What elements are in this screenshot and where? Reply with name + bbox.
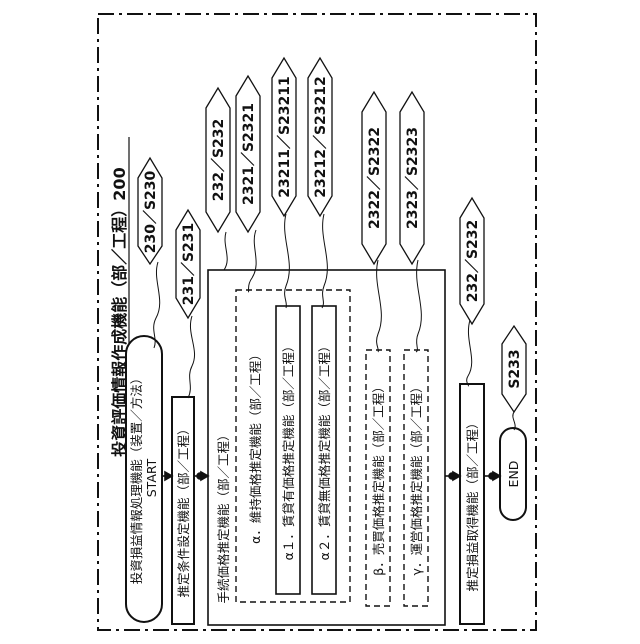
callout-232b: 232／S232 [465, 220, 481, 303]
leader-232 [224, 232, 227, 270]
arrow-231-232 [201, 472, 208, 480]
callout-2321: 2321／S2321 [241, 103, 257, 205]
box-2322-label: β．売買価格推定機能（部／工程） [371, 380, 386, 575]
arrow-final-end [493, 472, 500, 480]
end-label: END [506, 461, 521, 488]
box-231-label: 推定条件設定機能（部／工程） [176, 422, 191, 597]
box-232-label: 手続価格推定機能（部／工程） [216, 428, 231, 603]
box-23212-label: α２．賃貸無価格推定機能（部／工程） [317, 340, 332, 561]
arrow-232-final [453, 472, 460, 480]
leader-230 [154, 262, 160, 348]
start-line1: 投資損益情報処理機能（装置／方法） [129, 372, 144, 585]
callout-231: 231／S231 [181, 223, 197, 306]
callout-2323: 2323／S2323 [405, 127, 421, 229]
box-final-label: 推定損益取得機能（部／工程） [465, 416, 480, 591]
box-2321-label: α．維持価格推定機能（部／工程） [248, 348, 263, 544]
box-2323-label: γ．運営価格推定機能（部／工程） [409, 381, 424, 576]
callout-23212: 23212／S23212 [313, 76, 329, 198]
callout-2322: 2322／S2322 [367, 127, 383, 229]
callout-233: S233 [507, 349, 523, 388]
callout-230: 230／S230 [143, 170, 159, 253]
arrow-start-231 [165, 472, 172, 480]
leader-231 [188, 316, 195, 398]
callout-232: 232／S232 [211, 119, 227, 202]
leader-232b [467, 320, 472, 386]
callout-23211: 23211／S23211 [277, 76, 293, 198]
box-23211-label: α１．賃貸有価格推定機能（部／工程） [281, 340, 296, 561]
start-line2: START [144, 458, 159, 497]
